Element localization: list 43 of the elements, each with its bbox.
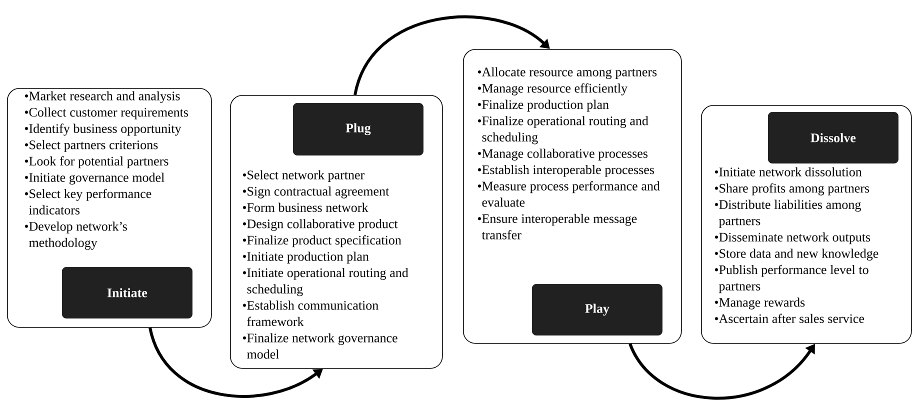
bullet-item: •Initiate governance model bbox=[24, 172, 164, 185]
bullet-item: •Distribute liabilities among partners bbox=[714, 200, 861, 228]
bullet-item: •Design collaborative product bbox=[242, 219, 398, 231]
bullet-item: •Share profits among partners bbox=[714, 183, 870, 196]
stage-label-box: Plug bbox=[293, 103, 424, 156]
bullet-item: •Establish interoperable processes bbox=[478, 165, 654, 177]
bullet-item: •Manage collaborative processes bbox=[478, 148, 648, 161]
bullet-item: •Sign contractual agreement bbox=[242, 186, 390, 198]
bullet-item: •Finalize product specification bbox=[242, 235, 402, 248]
stage-label-box: Play bbox=[532, 284, 662, 336]
bullet-item: •Initiate operational routing and scheduling bbox=[242, 268, 408, 296]
phase-box bbox=[230, 95, 443, 369]
bullet-item: •Manage resource efficiently bbox=[478, 83, 628, 96]
bullet-item: •Publish performance level to partners bbox=[714, 264, 868, 294]
bullet-item: •Form business network bbox=[242, 202, 368, 212]
bullet-item: •Finalize network governance model bbox=[242, 333, 398, 359]
bullet-item: •Select network partner bbox=[242, 170, 364, 182]
bullet-item: •Finalize operational routing and scheduling bbox=[478, 116, 648, 144]
bullet-item: •Initiate network dissolution bbox=[714, 167, 862, 176]
bullet-item: •Disseminate network outputs bbox=[714, 232, 870, 244]
bullet-item: •Measure process performance and evaluate bbox=[478, 181, 660, 207]
bullet-item: •Initiate production plan bbox=[242, 252, 369, 264]
bullet-item: •Ensure interoperable message transfer bbox=[478, 214, 637, 240]
bullet-item: •Manage rewards bbox=[714, 298, 805, 310]
bullet-item: •Ascertain after sales service bbox=[714, 314, 864, 324]
phase-box bbox=[463, 49, 682, 344]
bullet-item: •Identify business opportunity bbox=[24, 124, 182, 136]
phase-box bbox=[701, 105, 912, 344]
bullet-item: •Select key performance indicators bbox=[24, 188, 152, 214]
bullet-item: •Store data and new knowledge bbox=[714, 248, 878, 261]
bullet-item: •Collect customer requirements bbox=[24, 108, 188, 120]
curved-arrow bbox=[354, 16, 550, 96]
bullet-item: •Select partners criterions bbox=[24, 140, 158, 152]
bullet-item: •Look for potential partners bbox=[24, 156, 168, 168]
bullet-item: •Establish communication framework bbox=[242, 300, 378, 326]
curved-arrow bbox=[628, 343, 815, 400]
bullet-item: •Develop network’s methodology bbox=[24, 222, 127, 250]
stage-label-box: Dissolve bbox=[768, 112, 898, 164]
stage-label-box: Initiate bbox=[62, 267, 192, 318]
bullet-item: •Allocate resource among partners bbox=[478, 67, 657, 80]
phase-box bbox=[7, 88, 212, 328]
bullet-item: •Market research and analysis bbox=[24, 91, 180, 104]
bullet-item: •Finalize production plan bbox=[478, 100, 609, 112]
